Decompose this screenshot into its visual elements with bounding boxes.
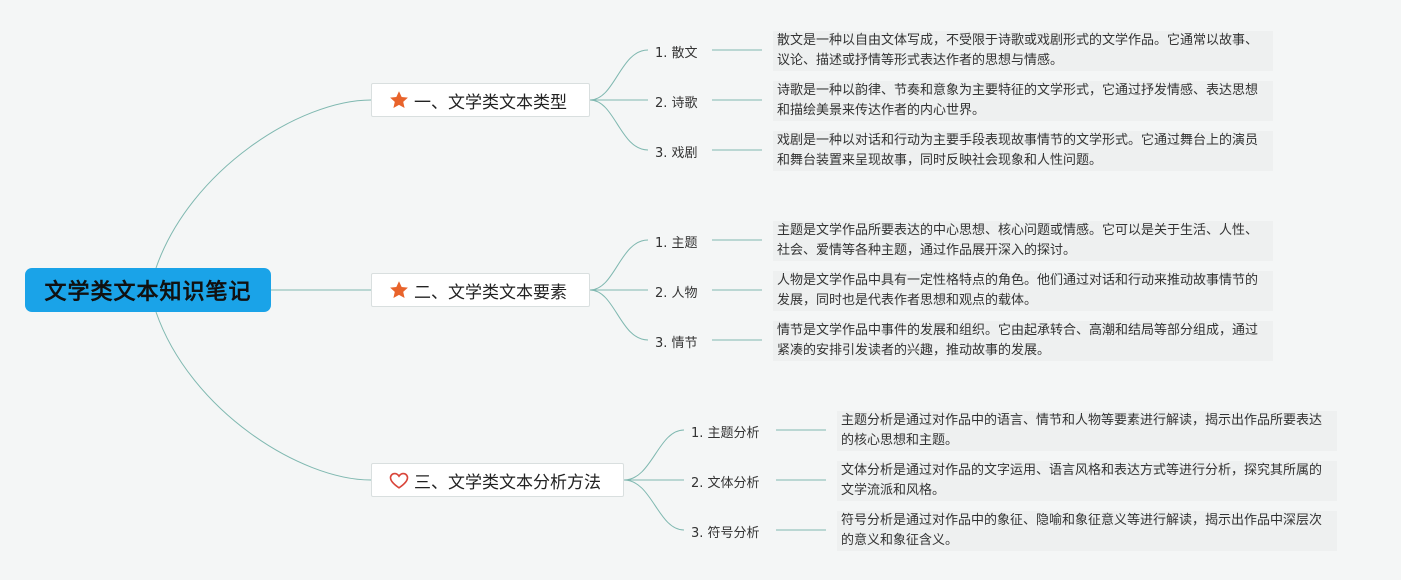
leaf-theme-analysis[interactable]: 1. 主题分析 [691,426,760,441]
desc-plot: 情节是文学作品中事件的发展和组织。它由起承转合、高潮和结局等部分组成，通过紧凑的… [773,321,1273,361]
root-node[interactable]: 文学类文本知识笔记 [25,268,271,312]
branch-label: 二、文学类文本要素 [414,282,567,303]
desc-poetry: 诗歌是一种以韵律、节奏和意象为主要特征的文学形式，它通过抒发情感、表达思想和描绘… [773,81,1273,121]
desc-drama: 戏剧是一种以对话和行动为主要手段表现故事情节的文学形式。它通过舞台上的演员和舞台… [773,131,1273,171]
leaf-plot[interactable]: 3. 情节 [655,336,698,351]
connector-b1-l1 [589,49,649,101]
star-icon [388,89,410,111]
connector-root-branch-3 [155,311,372,481]
connector-b3-l1 [623,429,685,481]
branch-text-elements[interactable]: 二、文学类文本要素 [371,273,590,307]
leaf-symbol-analysis[interactable]: 3. 符号分析 [691,526,760,541]
heart-outline-icon [388,469,410,491]
branch-label: 三、文学类文本分析方法 [414,472,601,493]
connector-b3-l3 [623,479,685,531]
leaf-prose[interactable]: 1. 散文 [655,46,698,61]
desc-theme-analysis: 主题分析是通过对作品中的语言、情节和人物等要素进行解读，揭示出作品所要表达的核心… [837,411,1337,451]
leaf-theme[interactable]: 1. 主题 [655,236,698,251]
leaf-drama[interactable]: 3. 戏剧 [655,146,698,161]
branch-label: 一、文学类文本类型 [414,92,567,113]
desc-theme: 主题是文学作品所要表达的中心思想、核心问题或情感。它可以是关于生活、人性、社会、… [773,221,1273,261]
leaf-character[interactable]: 2. 人物 [655,286,698,301]
leaf-style-analysis[interactable]: 2. 文体分析 [691,476,760,491]
connector-b2-l3 [589,289,649,341]
root-title: 文学类文本知识笔记 [44,280,252,305]
leaf-poetry[interactable]: 2. 诗歌 [655,96,698,111]
desc-style-analysis: 文体分析是通过对作品的文字运用、语言风格和表达方式等进行分析，探究其所属的文学流… [837,461,1337,501]
connector-root-branch-1 [155,99,372,269]
star-icon [388,279,410,301]
desc-character: 人物是文学作品中具有一定性格特点的角色。他们通过对话和行动来推动故事情节的发展，… [773,271,1273,311]
desc-symbol-analysis: 符号分析是通过对作品中的象征、隐喻和象征意义等进行解读，揭示出作品中深层次的意义… [837,511,1337,551]
desc-prose: 散文是一种以自由文体写成，不受限于诗歌或戏剧形式的文学作品。它通常以故事、议论、… [773,31,1273,71]
connector-b1-l3 [589,99,649,151]
connector-b2-l1 [589,239,649,291]
branch-text-types[interactable]: 一、文学类文本类型 [371,83,590,117]
branch-analysis-methods[interactable]: 三、文学类文本分析方法 [371,463,624,497]
